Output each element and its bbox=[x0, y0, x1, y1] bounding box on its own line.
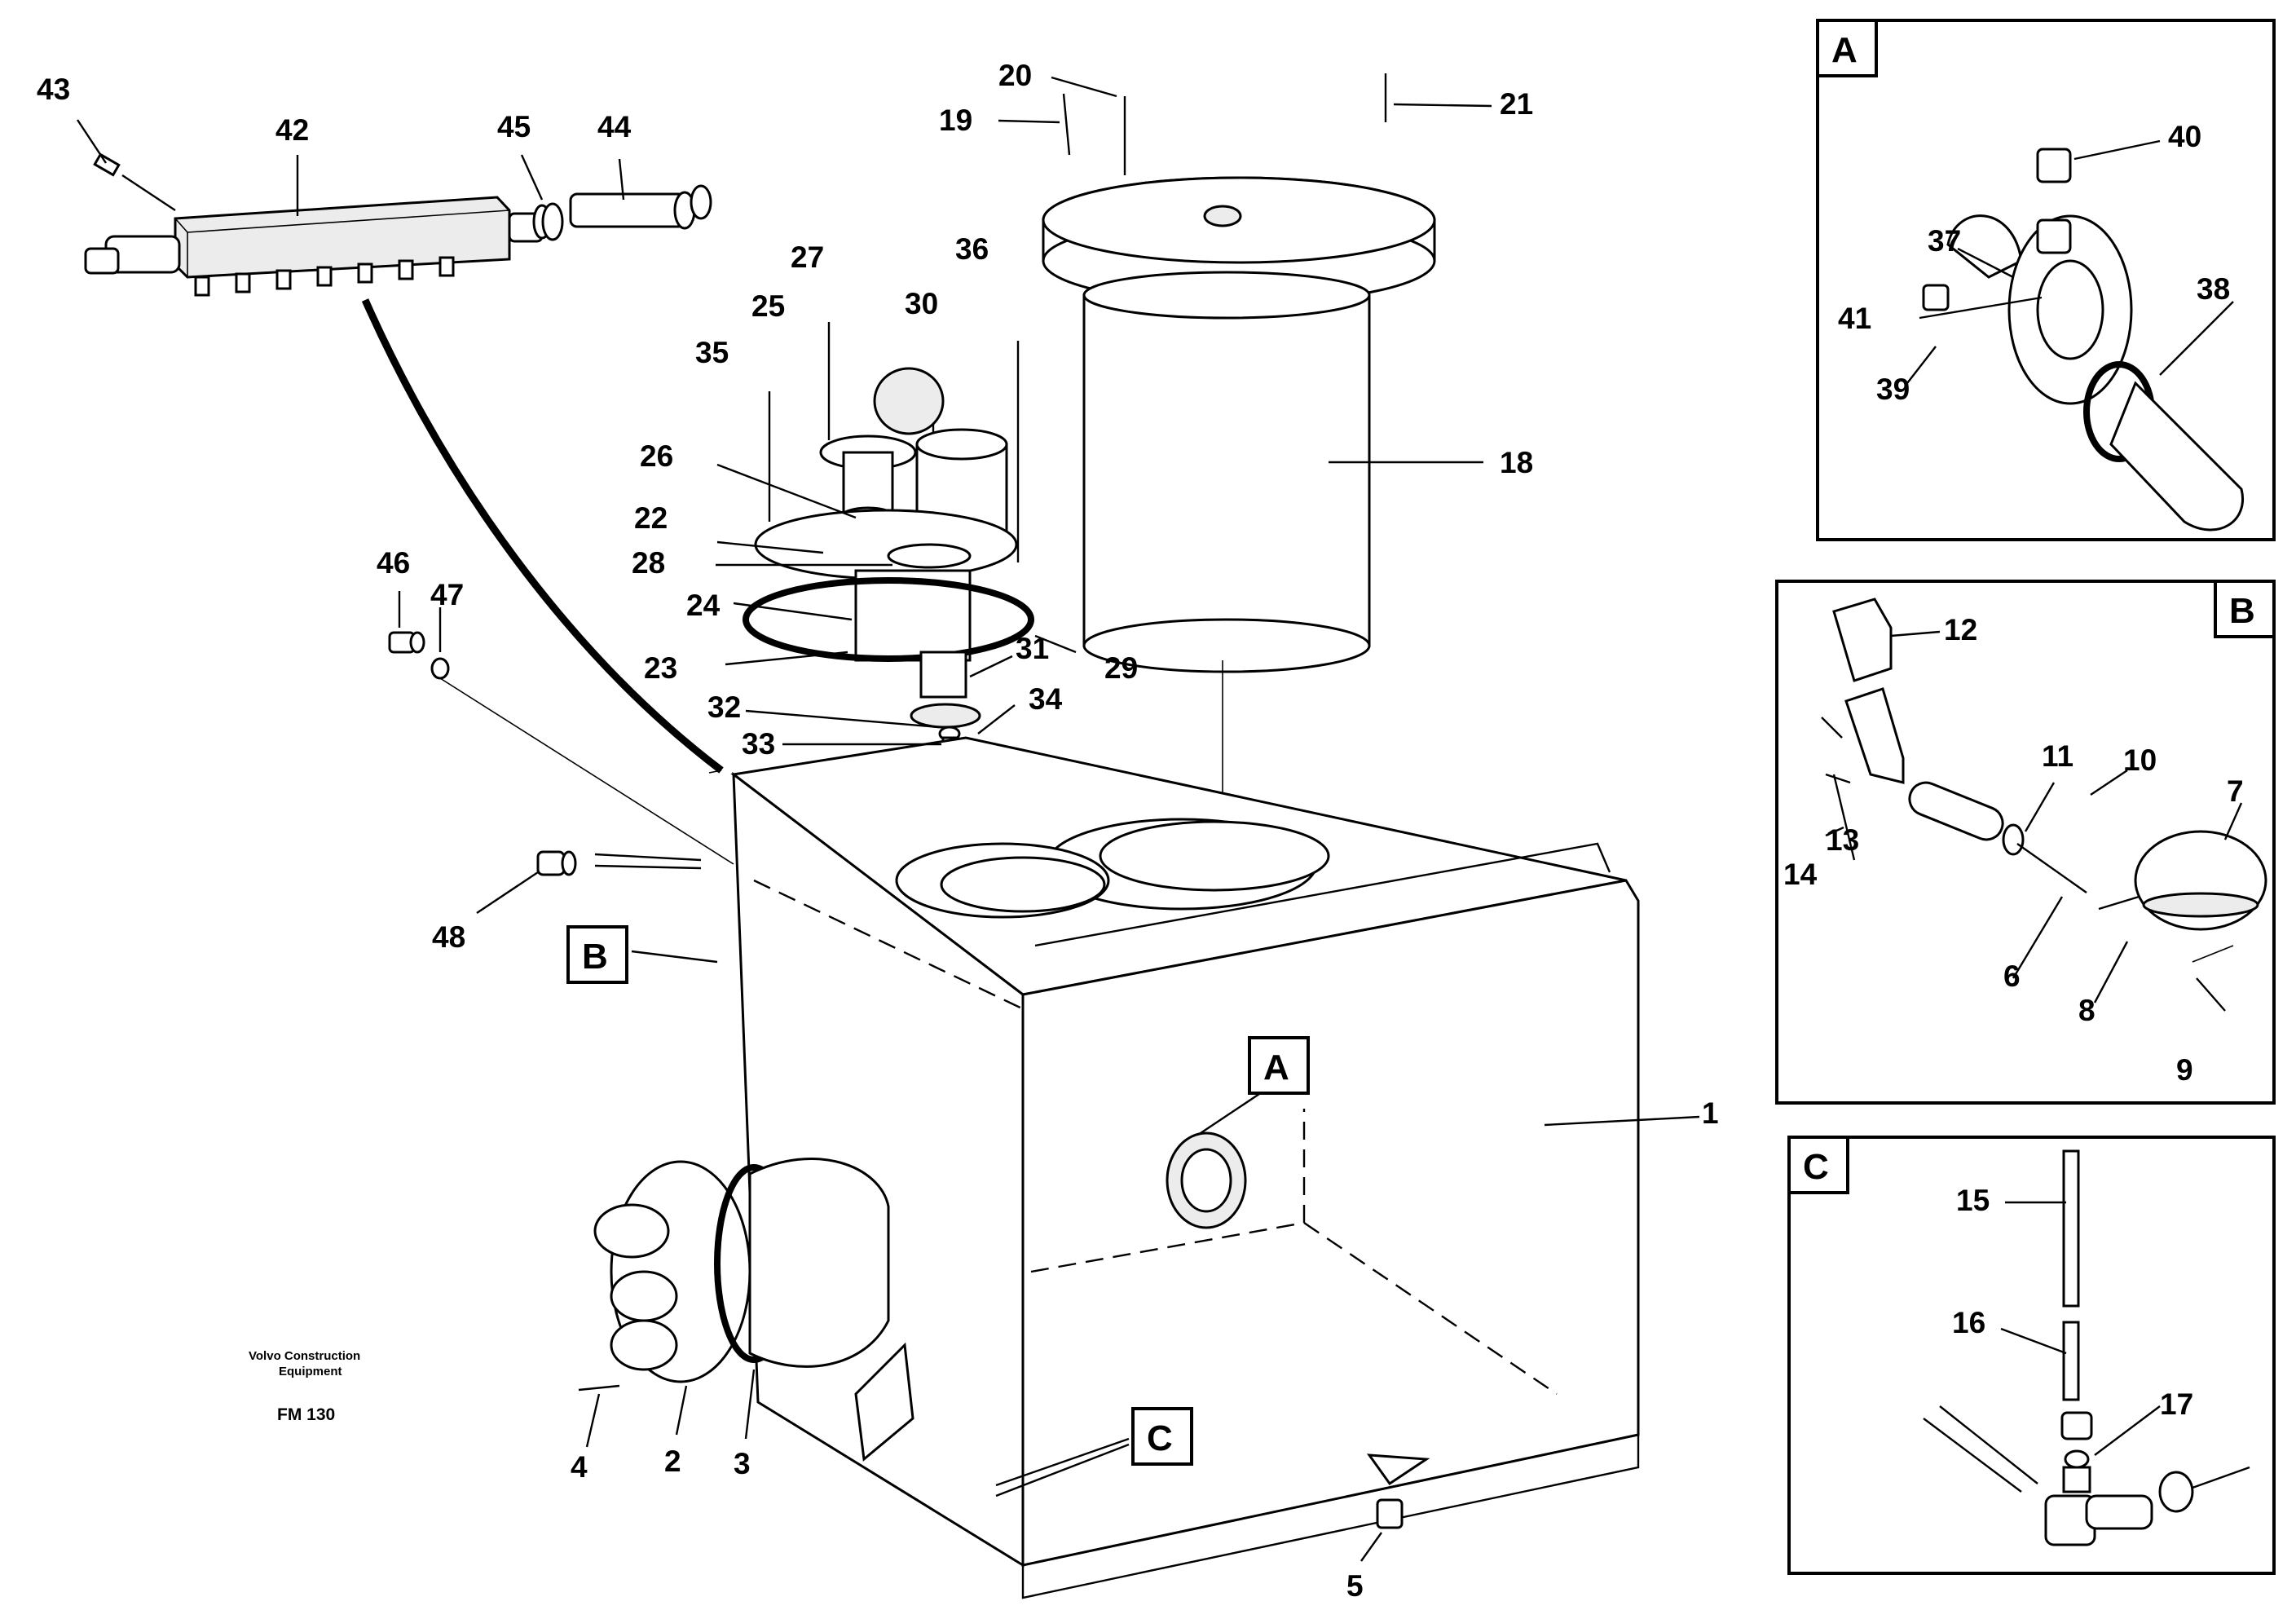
detail-a-panel: A 37 38 39 40 41 bbox=[1816, 19, 2276, 541]
part-label-35: 35 bbox=[695, 336, 729, 369]
part-label-2: 2 bbox=[664, 1445, 681, 1478]
part-label-48: 48 bbox=[432, 920, 465, 954]
svg-text:C: C bbox=[1147, 1418, 1173, 1458]
detail-b-label-11: 11 bbox=[2042, 739, 2073, 773]
part-label-30: 30 bbox=[905, 287, 938, 320]
detail-a-letter: A bbox=[1831, 30, 1858, 70]
part-label-18: 18 bbox=[1500, 446, 1533, 479]
part-label-1: 1 bbox=[1702, 1096, 1719, 1130]
fittings-left bbox=[388, 631, 734, 876]
part-label-4: 4 bbox=[571, 1450, 588, 1484]
detail-a-label-38: 38 bbox=[2197, 272, 2230, 306]
part-label-36: 36 bbox=[955, 232, 989, 266]
detail-a-label-41: 41 bbox=[1838, 302, 1871, 335]
detail-leader-lines bbox=[1825, 139, 2243, 1456]
part-label-29: 29 bbox=[1104, 651, 1138, 685]
detail-a-label-39: 39 bbox=[1876, 373, 1910, 406]
detail-a-label-40: 40 bbox=[2168, 120, 2201, 153]
detail-c-letter: C bbox=[1803, 1147, 1829, 1187]
part-label-21: 21 bbox=[1500, 87, 1533, 121]
part-label-43: 43 bbox=[37, 73, 70, 106]
detail-a-label-37: 37 bbox=[1928, 224, 1961, 258]
credit-code: FM 130 bbox=[277, 1405, 335, 1424]
hydraulic-tank bbox=[730, 736, 1640, 1599]
part-label-19: 19 bbox=[939, 104, 972, 137]
part-label-45: 45 bbox=[497, 110, 531, 143]
part-label-27: 27 bbox=[791, 240, 824, 274]
part-label-22: 22 bbox=[634, 501, 668, 535]
part-label-47: 47 bbox=[430, 578, 464, 611]
detail-b-label-10: 10 bbox=[2123, 743, 2157, 777]
part-label-25: 25 bbox=[751, 289, 785, 323]
detail-c-panel: C 15 16 17 bbox=[1787, 1136, 2276, 1575]
part-label-24: 24 bbox=[686, 589, 721, 622]
part-label-44: 44 bbox=[597, 110, 632, 143]
detail-b-label-12: 12 bbox=[1944, 613, 1977, 646]
part-label-32: 32 bbox=[707, 690, 741, 724]
credit-line2: Equipment bbox=[279, 1365, 342, 1378]
svg-text:B: B bbox=[582, 937, 608, 977]
detail-c-label-16: 16 bbox=[1952, 1306, 1985, 1339]
detail-b-label-14: 14 bbox=[1783, 858, 1818, 891]
callout-a: A bbox=[1197, 1036, 1310, 1136]
callout-c: C bbox=[995, 1407, 1193, 1498]
part-label-20: 20 bbox=[998, 59, 1032, 92]
credit-block: Volvo Construction Equipment FM 130 bbox=[249, 1349, 360, 1424]
detail-b-label-9: 9 bbox=[2176, 1053, 2193, 1087]
part-label-28: 28 bbox=[632, 546, 665, 580]
detail-b-letter: B bbox=[2229, 591, 2255, 631]
part-label-46: 46 bbox=[377, 546, 410, 580]
part-label-42: 42 bbox=[275, 113, 309, 147]
callout-b: B bbox=[566, 925, 718, 984]
part-label-34: 34 bbox=[1029, 682, 1063, 716]
detail-b-label-7: 7 bbox=[2227, 774, 2244, 808]
suction-flange-assembly bbox=[578, 1157, 890, 1392]
filter-cover-assembly bbox=[743, 322, 1034, 784]
part-label-5: 5 bbox=[1346, 1569, 1364, 1603]
detail-c-label-17: 17 bbox=[2160, 1387, 2193, 1421]
part-label-31: 31 bbox=[1016, 632, 1049, 665]
svg-text:A: A bbox=[1263, 1048, 1289, 1087]
filter-housing bbox=[1042, 73, 1436, 815]
part-label-23: 23 bbox=[644, 651, 677, 685]
part-label-3: 3 bbox=[734, 1447, 751, 1480]
leader-lines bbox=[76, 76, 1700, 1562]
manifold-assembly bbox=[84, 152, 724, 774]
part-label-26: 26 bbox=[640, 439, 673, 473]
detail-b-label-8: 8 bbox=[2078, 994, 2095, 1027]
part-label-33: 33 bbox=[742, 727, 775, 761]
detail-b-label-6: 6 bbox=[2003, 959, 2021, 993]
detail-c-label-15: 15 bbox=[1956, 1184, 1990, 1217]
credit-line1: Volvo Construction bbox=[249, 1349, 360, 1363]
